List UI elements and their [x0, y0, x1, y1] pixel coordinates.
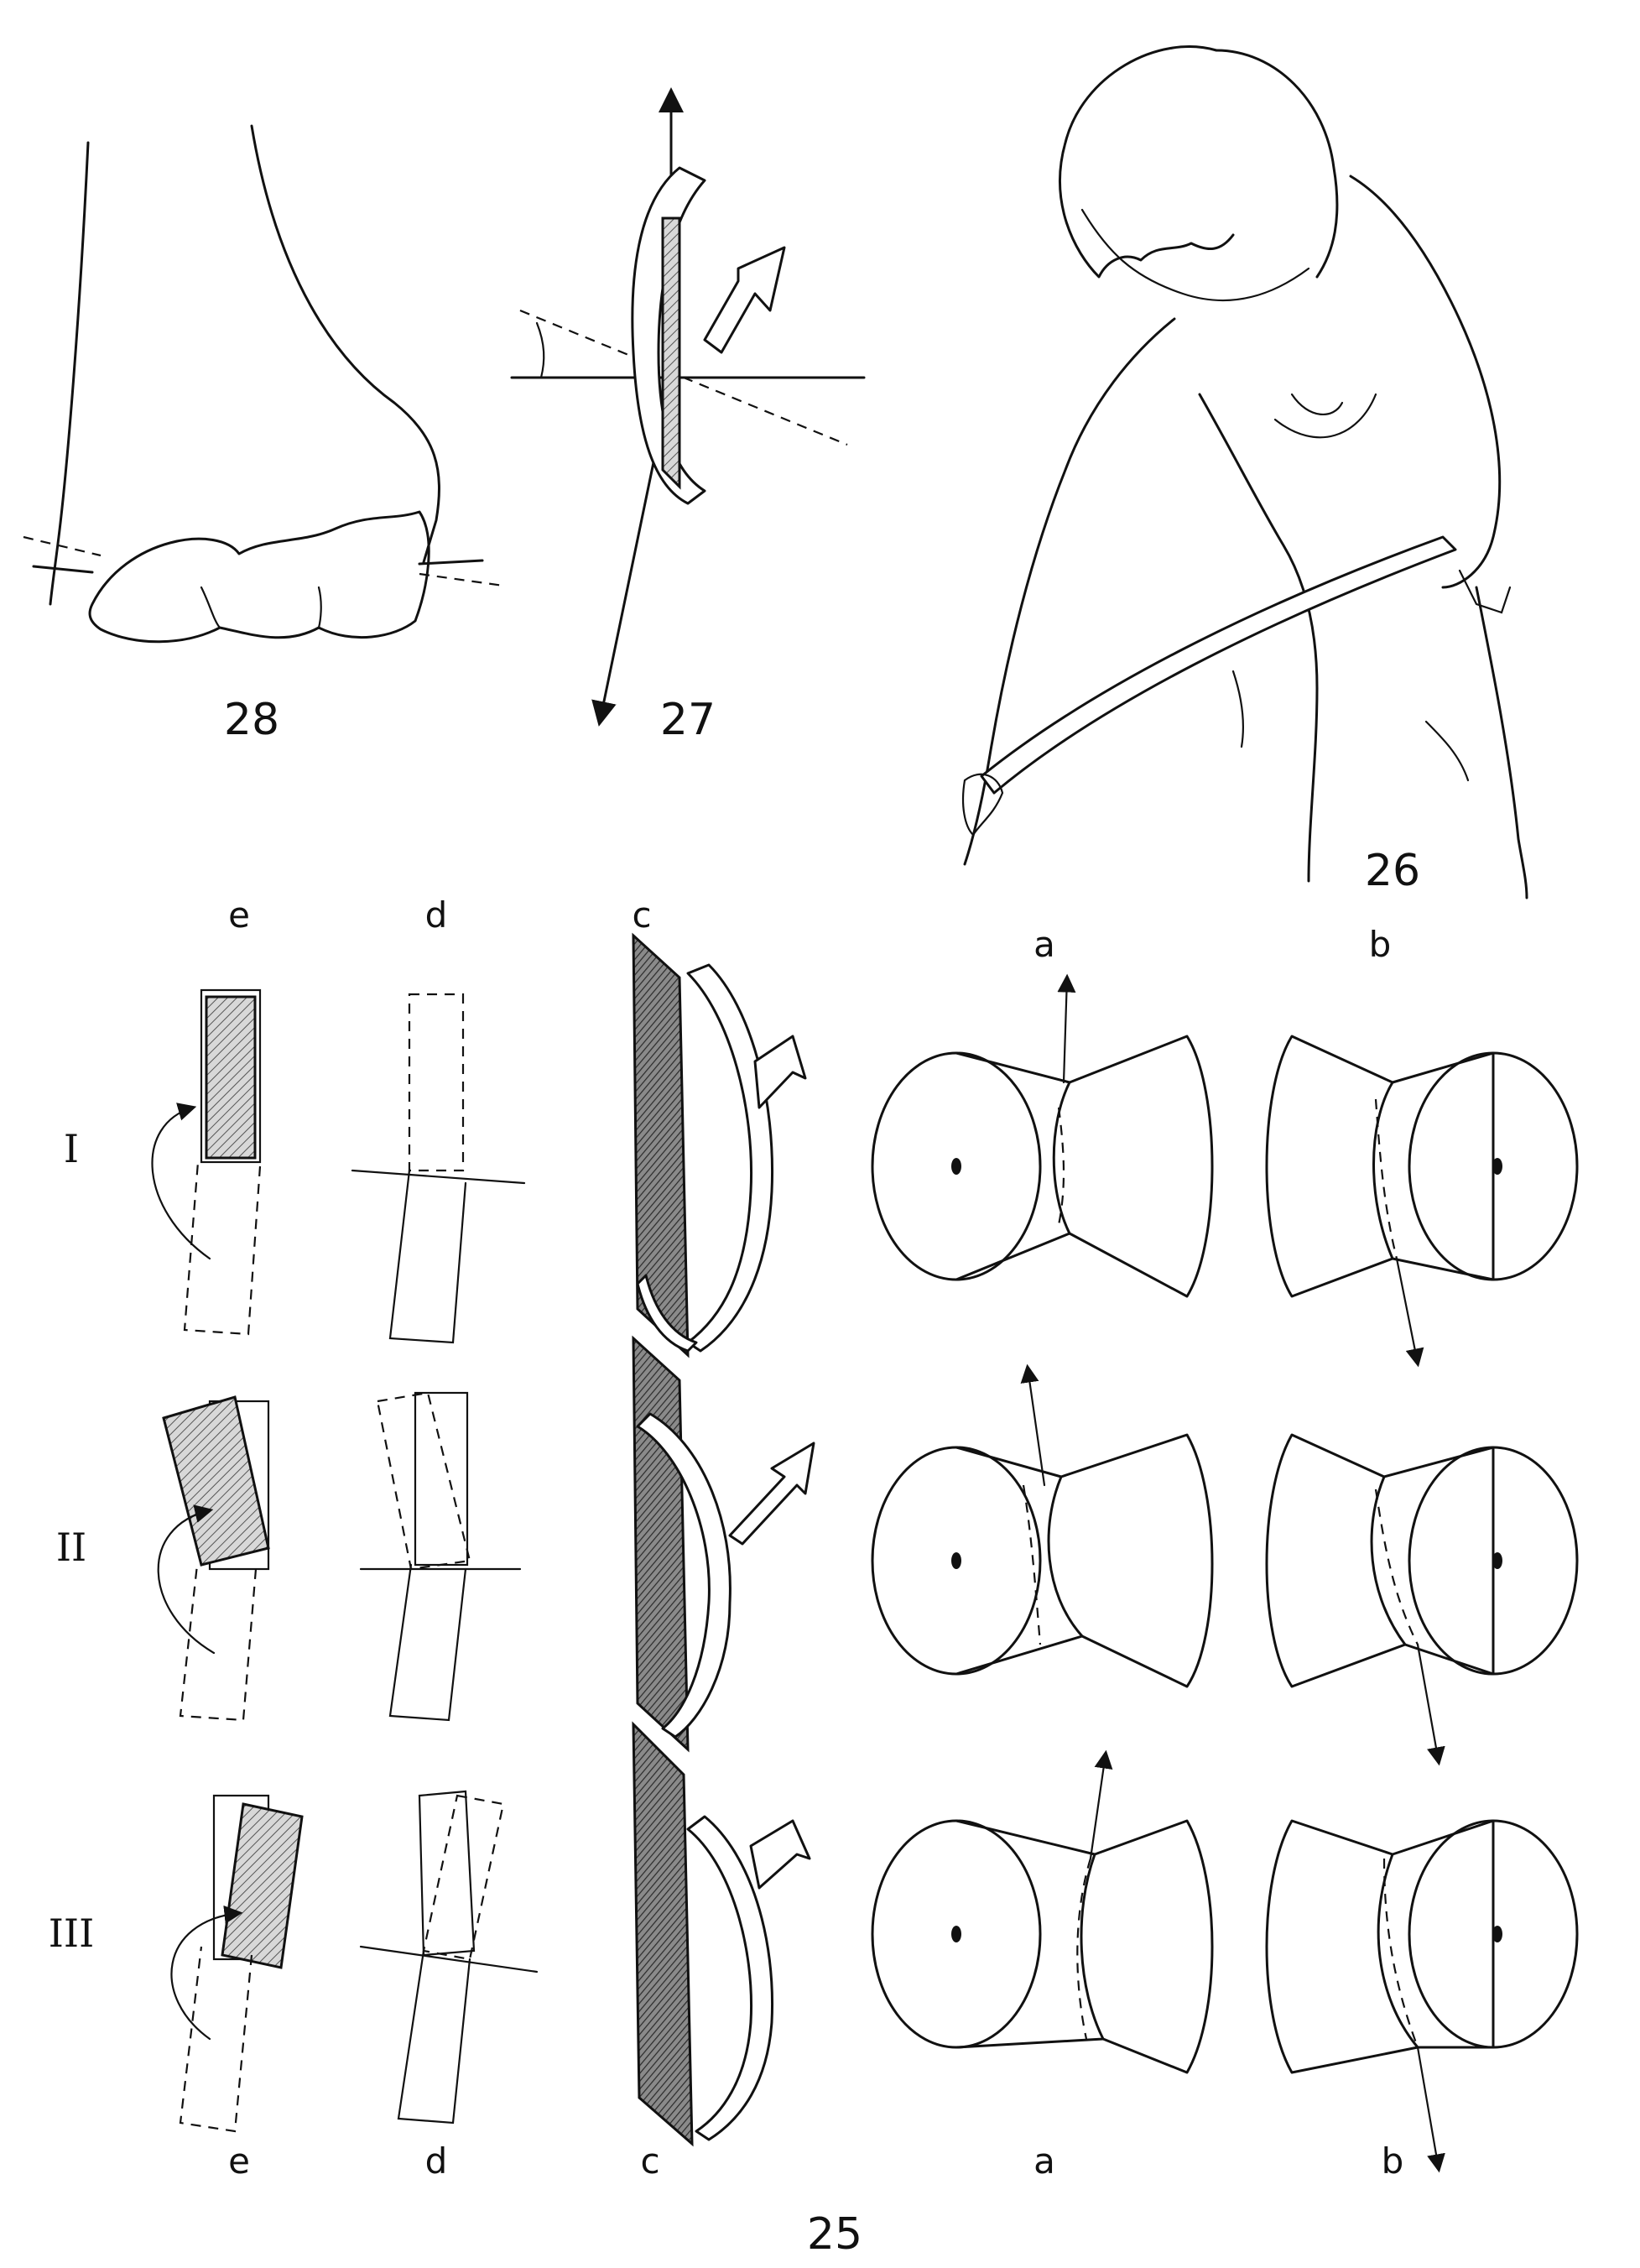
- column-label-bottom-d: d: [425, 2140, 448, 2182]
- column-label-bottom-c: c: [640, 2140, 659, 2182]
- column-label-top-e: e: [228, 894, 250, 936]
- column-label-top-d: d: [425, 894, 448, 936]
- column-c-row-I: [591, 932, 807, 1358]
- figure-26-person-with-strap: [961, 45, 1528, 899]
- column-c-row-III: [591, 1721, 811, 2147]
- column-d-row-I: [351, 993, 526, 1344]
- row-label-II: II: [56, 1525, 86, 1570]
- column-label-bottom-e: e: [228, 2140, 250, 2182]
- column-label-bottom-b: b: [1382, 2140, 1404, 2182]
- column-b-row-III: [1265, 1819, 1579, 2173]
- figure-28-humerus-drawing: [23, 124, 504, 644]
- column-d-row-III: [359, 1790, 539, 2125]
- column-a-row-I: [871, 973, 1214, 1298]
- column-c-row-II: [591, 1335, 815, 1753]
- column-e-row-III: [170, 1794, 304, 2133]
- column-e-row-II: [157, 1395, 270, 1722]
- figure-25-number: 25: [807, 2209, 862, 2260]
- column-d-row-II: [359, 1391, 522, 1722]
- column-e-row-I: [151, 988, 262, 1336]
- column-b-row-I: [1265, 1035, 1579, 1368]
- figure-27-rotation-axis-drawing: [510, 87, 866, 727]
- column-label-top-b: b: [1369, 924, 1392, 965]
- column-a-row-III: [871, 1749, 1214, 2074]
- column-a-row-II: [871, 1363, 1214, 1688]
- row-label-I: I: [64, 1126, 79, 1171]
- row-label-III: III: [49, 1911, 95, 1956]
- column-label-bottom-a: a: [1033, 2140, 1055, 2182]
- column-label-top-c: c: [632, 894, 651, 936]
- figure-27-number: 27: [660, 695, 716, 745]
- figure-26-number: 26: [1365, 846, 1420, 896]
- column-b-row-II: [1265, 1433, 1579, 1766]
- figure-28-number: 28: [224, 695, 279, 745]
- column-label-top-a: a: [1033, 924, 1055, 965]
